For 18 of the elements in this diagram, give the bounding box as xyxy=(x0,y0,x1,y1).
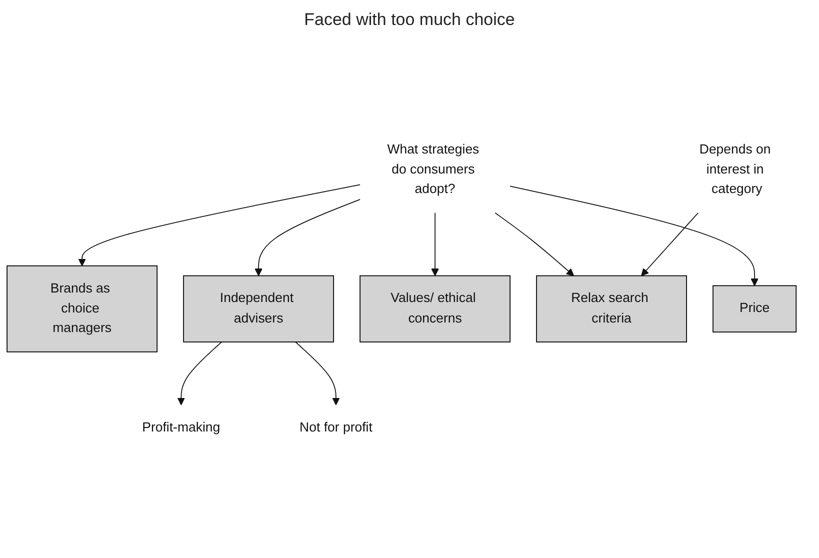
node-text: What strategies do consumers adopt? xyxy=(387,142,480,197)
arrow xyxy=(294,342,340,406)
node-box: Brands as choice managers xyxy=(6,265,158,352)
diagram-title: Faced with too much choice xyxy=(303,10,516,30)
arrow xyxy=(177,342,222,406)
node-text: Profit-making xyxy=(142,420,220,435)
arrow xyxy=(78,184,360,266)
arrow xyxy=(510,186,758,286)
arrow xyxy=(641,212,699,276)
arrow xyxy=(431,212,439,276)
node-box: Independent advisers xyxy=(183,275,334,342)
node-text: Depends on interest in category xyxy=(699,142,771,197)
node-box: Values/ ethical concerns xyxy=(360,275,510,342)
node-box: Price xyxy=(712,285,797,332)
node-box: Relax search criteria xyxy=(536,275,687,342)
node-text: Not for profit xyxy=(300,420,372,435)
arrow xyxy=(494,212,574,276)
arrow xyxy=(254,198,360,276)
